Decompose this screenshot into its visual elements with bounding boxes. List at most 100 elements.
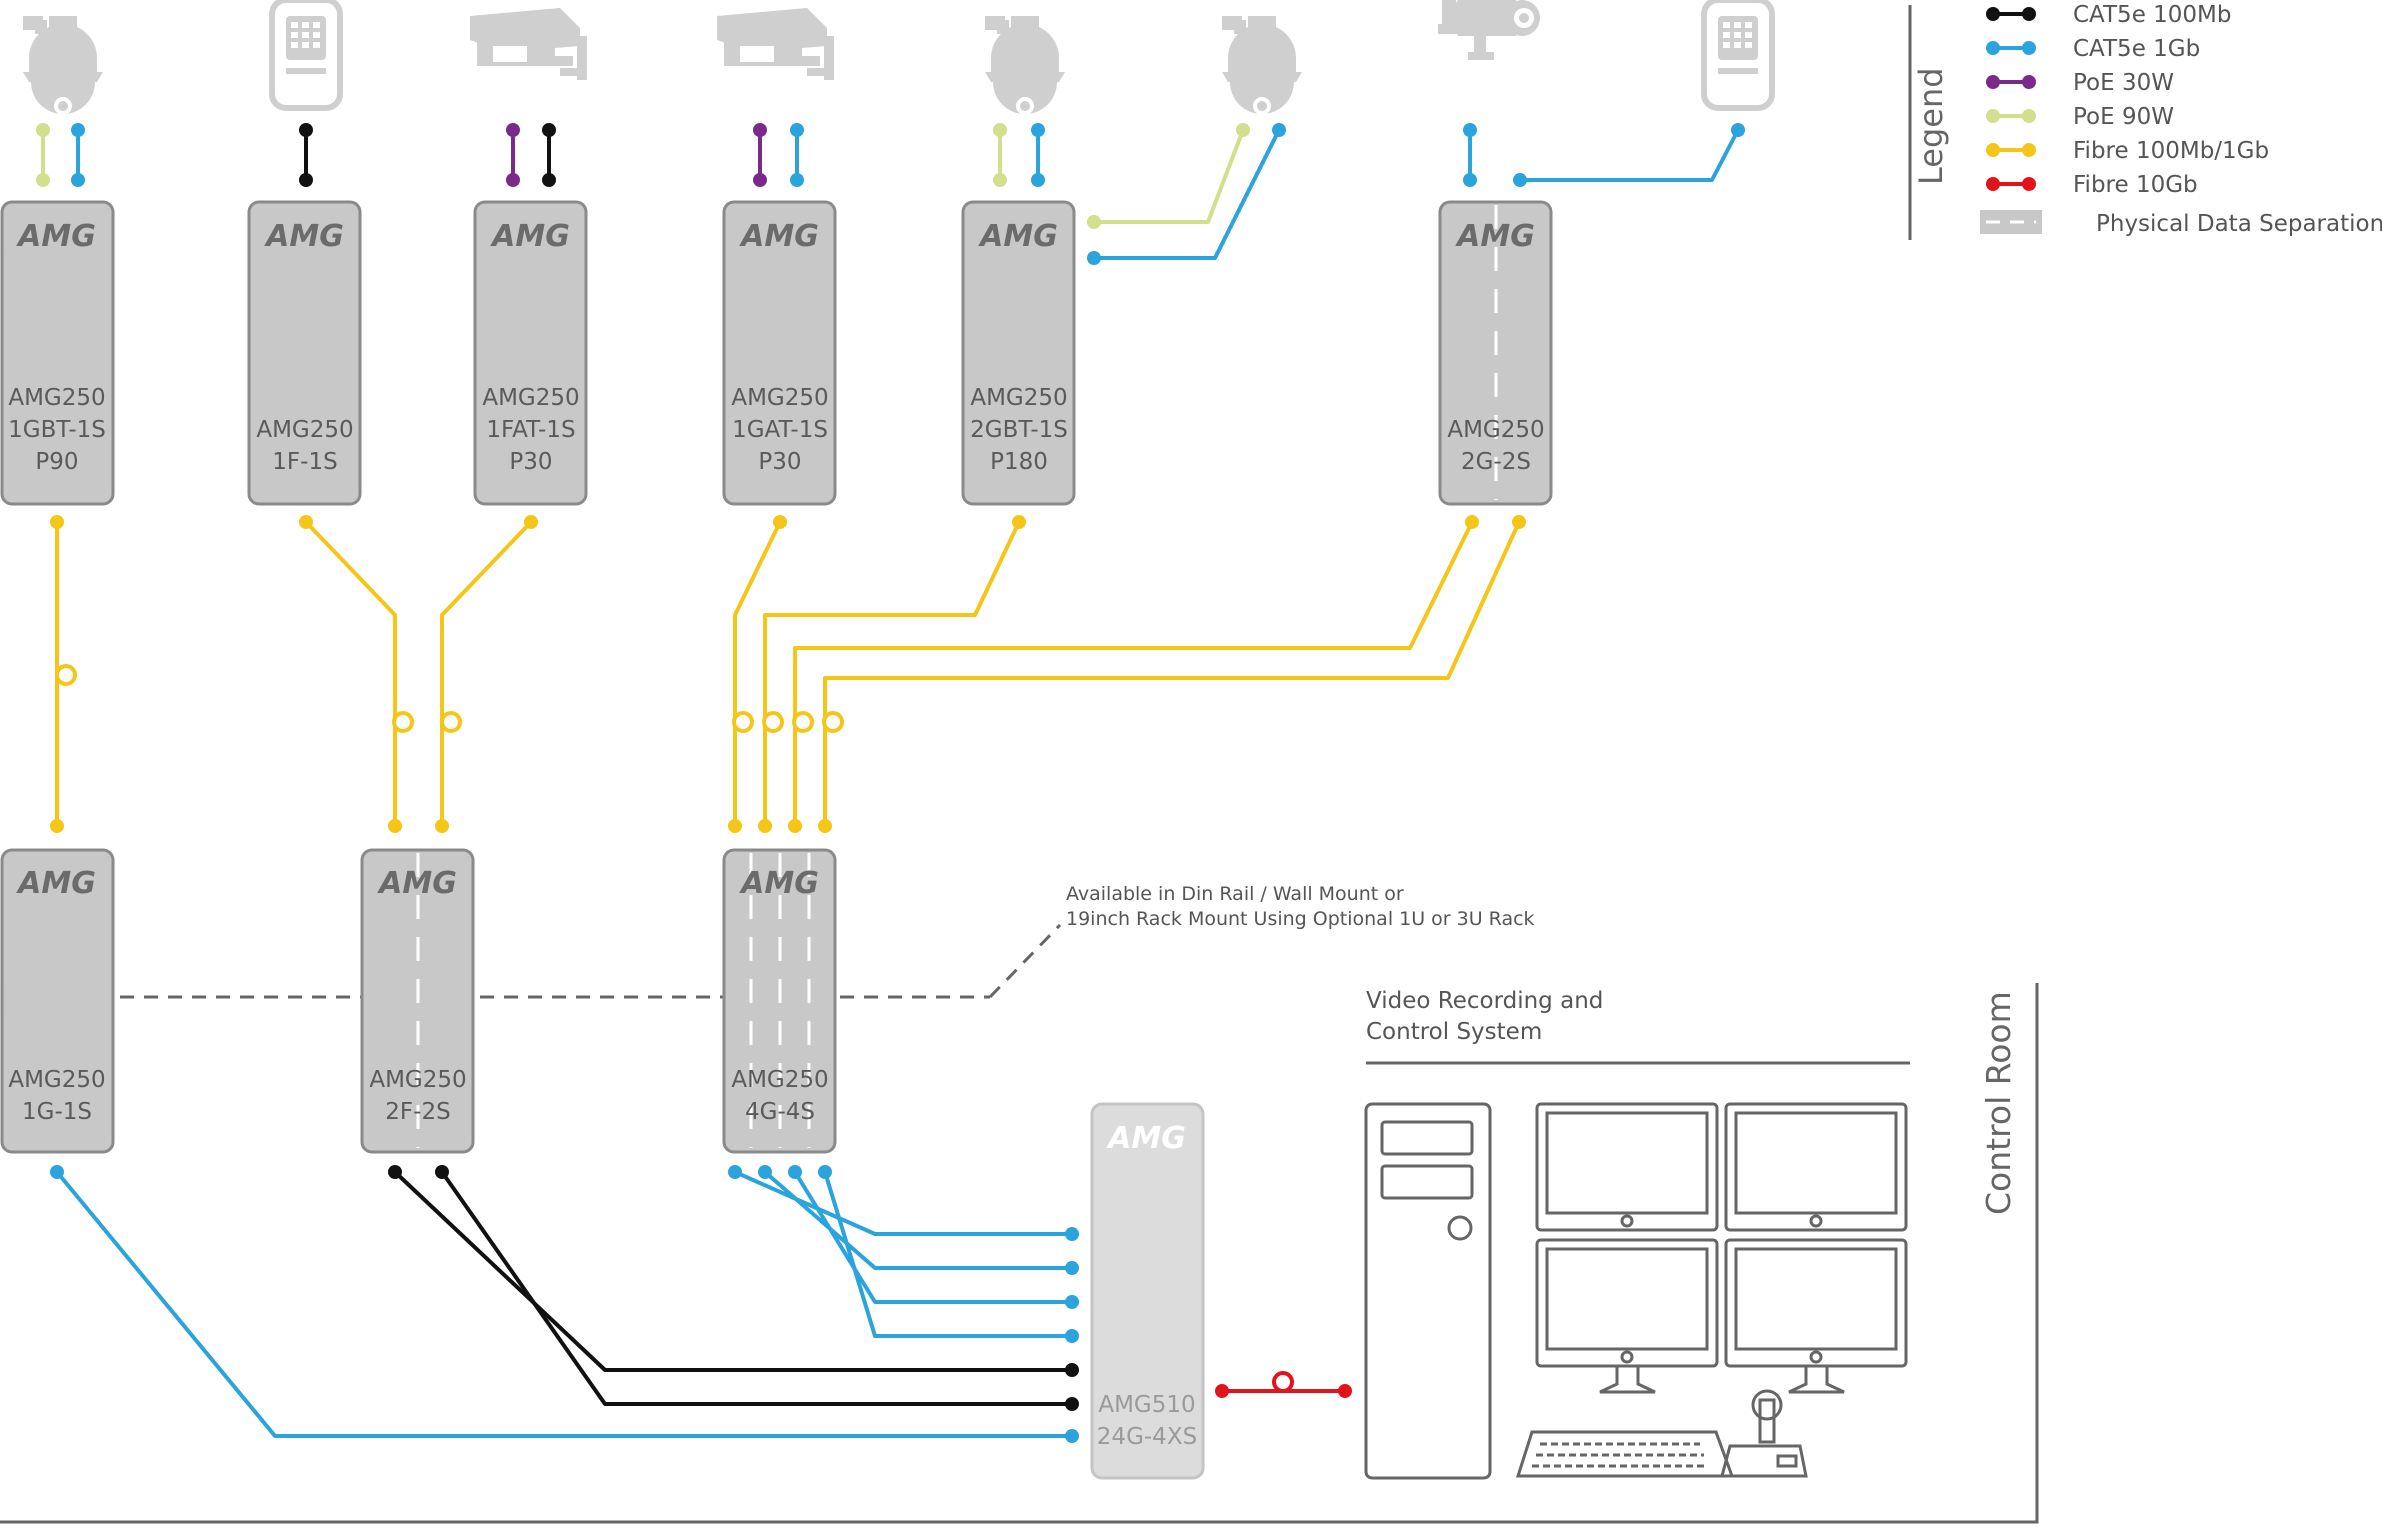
device-variant: 2F-2S (385, 1099, 450, 1125)
fibre-connector (440, 711, 462, 733)
cable-cat5e-100mb (299, 123, 313, 187)
device-b1[interactable]: AMG AMG250 1G-1S (0, 848, 115, 1154)
cable-fibre-100mb-1gb (788, 515, 1479, 833)
port-dot (1065, 1329, 1079, 1343)
device-logo: AMG (16, 866, 96, 901)
device-variant: 24G-4XS (1097, 1424, 1197, 1450)
device-model: AMG250 (8, 1067, 105, 1093)
port-dot (1512, 515, 1526, 529)
monitor-wall-icon (1535, 1102, 1908, 1394)
fibre-connector (792, 711, 814, 733)
device-t3[interactable]: AMG AMG250 1FAT-1S P30 (473, 200, 588, 506)
cable-cat5e-100mb (388, 1165, 1079, 1377)
port-dot (1338, 1384, 1352, 1398)
device-logo: AMG (490, 219, 570, 254)
port-dot (773, 515, 787, 529)
mount-note-line1: Available in Din Rail / Wall Mount or (1066, 883, 1404, 905)
cable-fibre-100mb-1gb (50, 515, 77, 833)
port-dot (1465, 515, 1479, 529)
device-model: AMG250 (482, 385, 579, 411)
port-dot (388, 1165, 402, 1179)
port-dot (790, 123, 804, 137)
device-model: AMG250 (970, 385, 1067, 411)
port-dot (790, 173, 804, 187)
port-dot (435, 1165, 449, 1179)
device-t4[interactable]: AMG AMG250 1GAT-1S P30 (722, 200, 837, 506)
cable-poe-30w (506, 123, 520, 187)
core-switch[interactable]: AMG AMG510 24G-4XS (1090, 1102, 1205, 1480)
device-variant: 1F-1S (272, 449, 337, 475)
keypad-access-icon (1704, 0, 1772, 108)
cable-fibre-100mb-1gb (299, 515, 414, 833)
port-dot (753, 173, 767, 187)
vrcs-title-line1: Video Recording and (1366, 988, 1603, 1014)
port-dot (1065, 1429, 1079, 1443)
port-dot (299, 123, 313, 137)
port-dot (818, 819, 832, 833)
cable-cat5e-1gb (790, 123, 804, 187)
device-t2[interactable]: AMG AMG250 1F-1S (247, 200, 362, 506)
device-power: P30 (758, 449, 801, 475)
port-dot (728, 1165, 742, 1179)
port-dot (728, 819, 742, 833)
ptz-dome-camera-icon (985, 16, 1065, 115)
vrcs-title-line2: Control System (1366, 1019, 1542, 1045)
device-logo: AMG (1106, 1121, 1186, 1156)
device-b3[interactable]: AMG AMG250 4G-4S (722, 848, 837, 1154)
device-t6[interactable]: AMG AMG250 2G-2S (1438, 200, 1553, 506)
port-dot (1463, 123, 1477, 137)
port-dot (753, 123, 767, 137)
pc-tower-icon (1364, 1102, 1492, 1480)
device-logo: AMG (264, 219, 344, 254)
bullet-camera-icon (1438, 0, 1540, 60)
cable-poe-90w (993, 123, 1007, 187)
device-logo: AMG (978, 219, 1058, 254)
box-camera-icon (717, 8, 834, 80)
port-dot (993, 173, 1007, 187)
port-dot (1065, 1295, 1079, 1309)
legend-label: Fibre 10Gb (2073, 172, 2198, 198)
keypad-access-icon (272, 0, 340, 108)
port-dot (542, 123, 556, 137)
port-dot (1513, 173, 1527, 187)
cable-cat5e-1gb (50, 1165, 1079, 1443)
fibre-connector (822, 711, 844, 733)
port-dot (1065, 1397, 1079, 1411)
device-t1[interactable]: AMG AMG250 1GBT-1S P90 (0, 200, 115, 506)
device-logo: AMG (377, 866, 457, 901)
port-dot (50, 819, 64, 833)
device-b2[interactable]: AMG AMG250 2F-2S (360, 848, 475, 1154)
port-dot (758, 1165, 772, 1179)
port-dot (1272, 123, 1286, 137)
cable-cat5e-100mb (435, 1165, 1079, 1411)
device-logo: AMG (1455, 219, 1535, 254)
device-logo: AMG (16, 219, 96, 254)
device-power: P30 (509, 449, 552, 475)
port-dot (388, 819, 402, 833)
legend-item-separation: Physical Data Separation (1980, 210, 2382, 237)
port-dot (1012, 515, 1026, 529)
device-model: AMG250 (8, 385, 105, 411)
mount-note-line2: 19inch Rack Mount Using Optional 1U or 3… (1066, 908, 1535, 930)
device-model: AMG250 (369, 1067, 466, 1093)
cable-cat5e-1gb (1031, 123, 1045, 187)
device-model: AMG250 (256, 417, 353, 443)
port-dot (1463, 173, 1477, 187)
device-model: AMG250 (731, 1067, 828, 1093)
port-dot (1215, 1384, 1229, 1398)
fibre-connector (55, 664, 77, 686)
device-variant: 1GBT-1S (8, 417, 106, 443)
legend-label: CAT5e 1Gb (2073, 36, 2200, 62)
ptz-dome-camera-icon (23, 16, 103, 115)
port-dot (50, 515, 64, 529)
video-recording-control-system: Video Recording and Control System (1364, 988, 1910, 1480)
port-dot (1236, 123, 1250, 137)
legend-item-fibre-10gb: Fibre 10Gb (1986, 172, 2198, 198)
legend-label: Fibre 100Mb/1Gb (2073, 138, 2269, 164)
legend-title: Legend (1912, 67, 1950, 185)
port-dot (788, 819, 802, 833)
device-t5[interactable]: AMG AMG250 2GBT-1S P180 (961, 200, 1076, 506)
